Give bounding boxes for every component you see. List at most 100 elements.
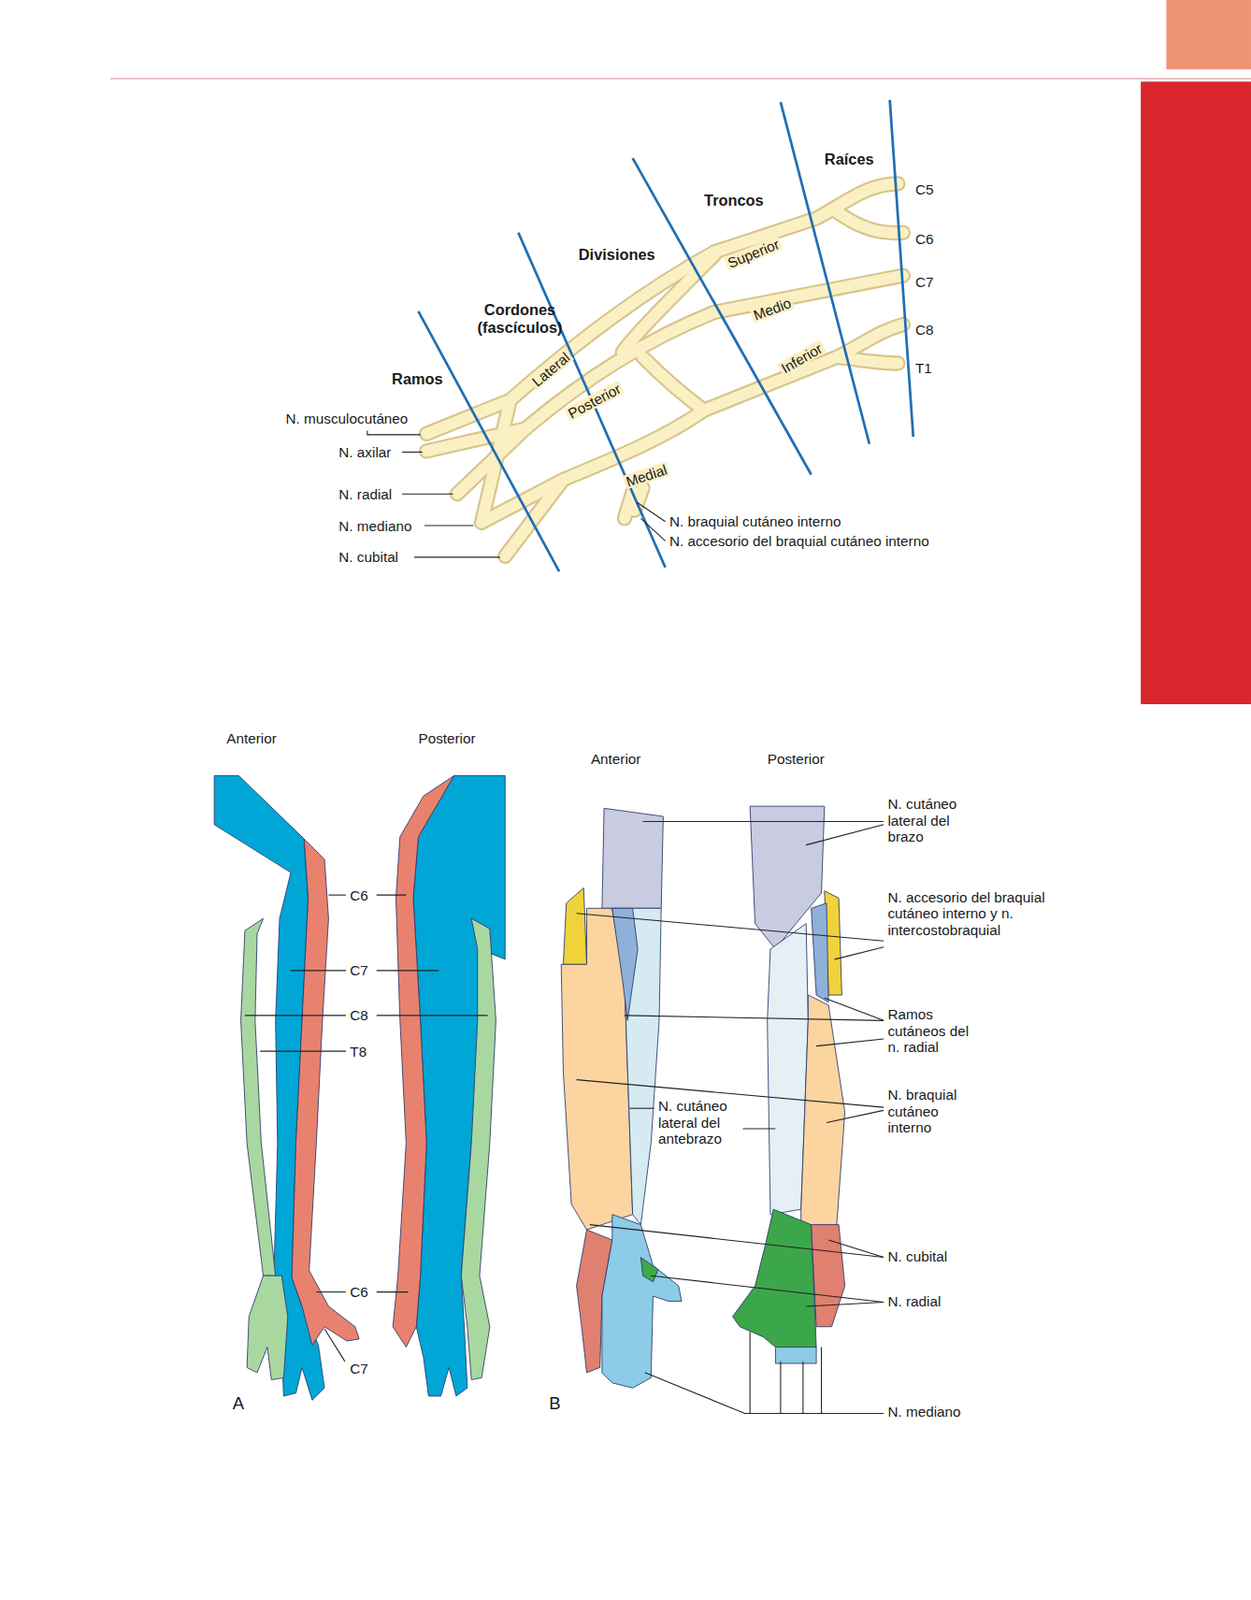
leader-line — [805, 824, 884, 846]
zone-line — [632, 158, 812, 475]
header-rule — [110, 77, 1251, 79]
leader-line — [402, 451, 423, 453]
leader-line — [376, 1014, 489, 1016]
territory — [612, 907, 662, 1224]
label: B — [548, 1394, 561, 1414]
zone-line — [517, 232, 665, 568]
nerve — [834, 210, 904, 233]
label: N. cubital — [338, 548, 399, 566]
leader-line — [328, 894, 346, 896]
leader-line — [376, 969, 440, 971]
dermatome-c8 — [246, 1275, 288, 1380]
territory — [640, 1257, 659, 1282]
leader-line — [316, 1291, 346, 1293]
leader-line — [650, 1275, 884, 1302]
label: C7 — [915, 273, 935, 290]
label: N. axilar — [338, 444, 391, 461]
dermatome-figure — [214, 775, 505, 1400]
label: C8 — [915, 321, 935, 339]
section-heading: Divisiones — [578, 245, 656, 264]
dermatome-c8 — [241, 918, 276, 1276]
label: C7 — [349, 1360, 369, 1378]
nerve — [714, 275, 904, 313]
corner-tab — [1165, 0, 1251, 70]
label: N. accesorio del braquial cutáneo intern… — [887, 889, 1053, 939]
label: Anterior — [590, 750, 642, 768]
leader-line — [376, 894, 407, 896]
label: T1 — [915, 359, 933, 377]
label: N. cutáneo lateral del brazo — [887, 795, 981, 846]
leader-line — [828, 1239, 884, 1258]
territory — [602, 807, 663, 908]
leader-line — [414, 556, 501, 558]
leader-line — [259, 1050, 346, 1052]
plexus-leaders — [367, 431, 666, 558]
territory — [562, 887, 587, 964]
label: N. mediano — [338, 517, 412, 534]
label: N. musculocutáneo — [286, 410, 409, 428]
label: Posterior — [417, 729, 475, 747]
territory — [767, 923, 809, 1215]
leader-line — [645, 1372, 884, 1414]
leader-line — [624, 1015, 884, 1021]
label: N. braquial cutáneo interno — [669, 513, 841, 531]
leader-line — [826, 1109, 884, 1122]
label: T8 — [349, 1042, 367, 1060]
leader-line — [824, 997, 884, 1021]
territory — [801, 994, 846, 1230]
leader-line — [802, 1361, 804, 1414]
section-heading: Raíces — [824, 149, 875, 168]
side-band — [1140, 81, 1251, 705]
leader-line — [805, 1302, 884, 1307]
label: C5 — [915, 181, 935, 199]
label: Posterior — [767, 750, 825, 768]
territory — [811, 903, 830, 1003]
label: Anterior — [226, 729, 277, 747]
nerve-territory-figure — [560, 805, 845, 1388]
zone-lines — [417, 100, 913, 572]
label: C6 — [349, 1283, 369, 1301]
label: N. cubital — [887, 1248, 948, 1266]
dermatome-c6 — [291, 838, 360, 1345]
label: C6 — [349, 886, 369, 904]
leader-line — [576, 1079, 884, 1108]
leader-line — [743, 1127, 777, 1129]
label: N. accesorio del braquial cutáneo intern… — [669, 532, 930, 550]
leader-line — [576, 913, 884, 941]
nerve — [834, 210, 904, 233]
leader-line — [367, 431, 421, 435]
section-heading: Troncos — [704, 191, 764, 210]
territory — [811, 1224, 846, 1327]
label: C6 — [915, 230, 935, 248]
leader-line — [324, 1328, 346, 1362]
territory — [775, 1347, 817, 1364]
leader-line — [820, 1347, 822, 1414]
leader-line — [816, 1038, 884, 1047]
dermatome-c6 — [392, 775, 454, 1347]
nerve — [643, 357, 705, 411]
plexus — [426, 183, 904, 556]
leader-line — [640, 517, 665, 541]
leader-line — [643, 820, 885, 822]
label: N. mediano — [887, 1403, 961, 1421]
territory — [612, 907, 638, 1021]
leader-line — [749, 1331, 751, 1413]
leader-line — [589, 1224, 884, 1258]
figure-a-leaders — [244, 894, 489, 1362]
dermatome-c7 — [413, 775, 505, 1396]
label: A — [232, 1394, 245, 1414]
territory — [733, 1208, 817, 1357]
nerve — [714, 275, 904, 313]
label: Ramos cutáneos del n. radial — [887, 1006, 981, 1056]
leader-line — [376, 1291, 409, 1293]
leader-line — [402, 493, 454, 495]
leader-line — [244, 1014, 346, 1016]
leader-line — [834, 947, 884, 960]
leader-line — [424, 524, 474, 526]
leader-line — [290, 969, 346, 971]
plexus-fill — [426, 183, 904, 556]
label: N. braquial cutáneo interno — [887, 1086, 981, 1136]
dermatome-c8 — [460, 918, 496, 1380]
